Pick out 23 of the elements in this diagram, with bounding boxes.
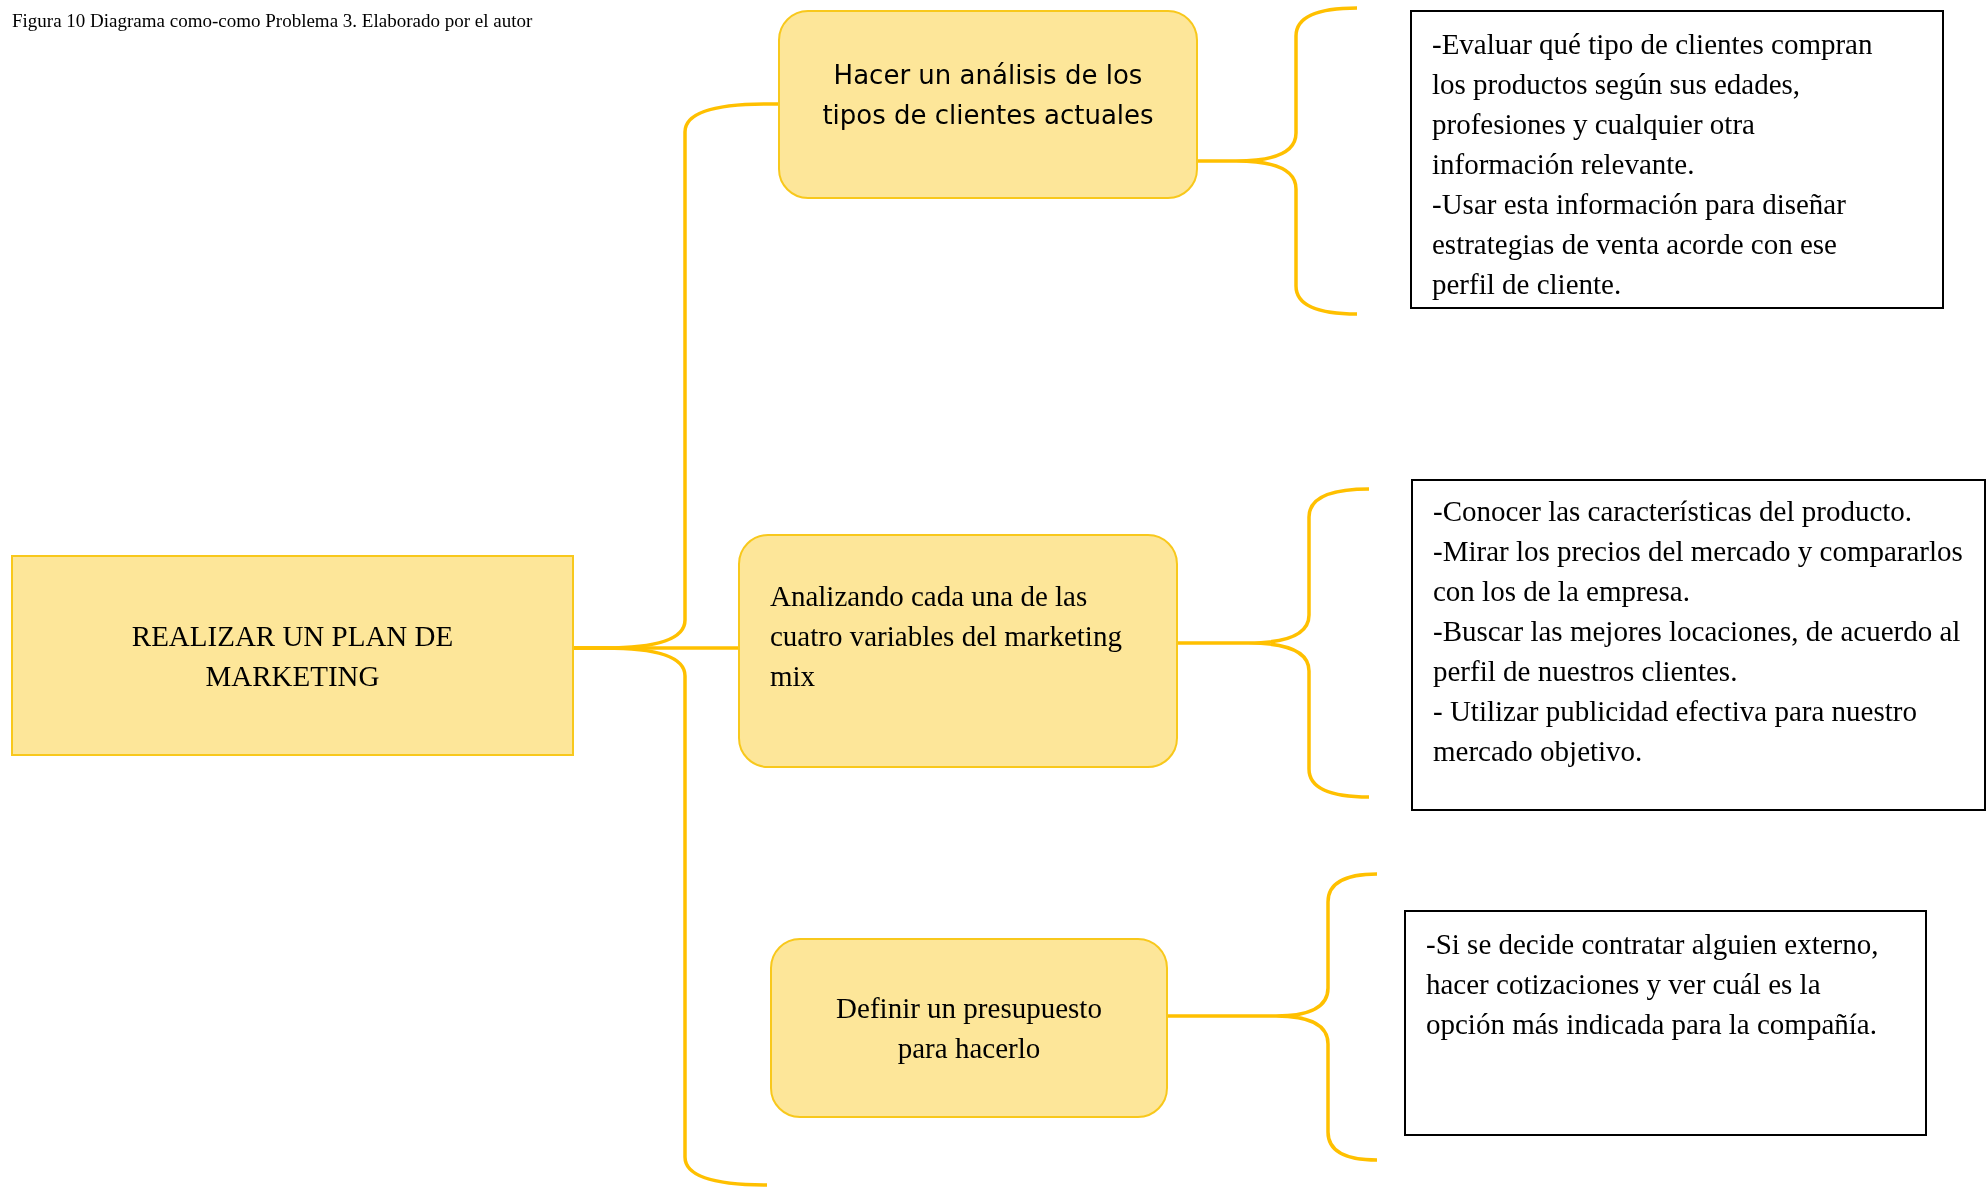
box-text: - Utilizar publicidad efectiva para nuestro mercado objetivo. xyxy=(1433,694,1918,769)
curly-brace-connector xyxy=(1196,6,1359,316)
box-text: -Usar esta información para diseñar estrategias de venta acorde con ese perfil de cliente. xyxy=(1432,187,1847,302)
curly-brace-connector xyxy=(1166,872,1379,1162)
process-box xyxy=(11,555,574,756)
box-text: Analizando cada una de las cuatro variables del marketing mix xyxy=(770,579,1123,694)
box-text: -Evaluar qué tipo de clientes compran los productos según sus edades, profesiones y cualquier otra información relevante. xyxy=(1432,27,1874,182)
box-text: REALIZAR UN PLAN DE MARKETING xyxy=(130,618,455,694)
box-text: -Si se decide contratar alguien externo, hacer cotizaciones y ver cuál es la opción más indicada para la compañía. xyxy=(1426,927,1880,1042)
process-box xyxy=(738,534,1178,768)
box-text: Definir un presupuesto para hacerlo xyxy=(835,991,1103,1066)
figure-caption: Figura 10 Diagrama como-como Problema 3. Elaborado por el autor xyxy=(12,10,533,32)
text-box xyxy=(1411,479,1986,811)
process-box xyxy=(778,10,1198,199)
process-box xyxy=(770,938,1168,1118)
box-text: -Mirar los precios del mercado y compararlos con los de la empresa. xyxy=(1433,534,1964,609)
curly-brace-connector xyxy=(1176,487,1371,799)
text-box xyxy=(1404,910,1927,1136)
box-text: Hacer un análisis de los tipos de clientes actuales xyxy=(821,58,1155,132)
box-text: -Conocer las características del producto. xyxy=(1433,494,1914,529)
curly-brace-connector xyxy=(574,646,768,1187)
box-text: -Buscar las mejores locaciones, de acuerdo al perfil de nuestros clientes. xyxy=(1433,614,1962,689)
text-box xyxy=(1410,10,1944,309)
